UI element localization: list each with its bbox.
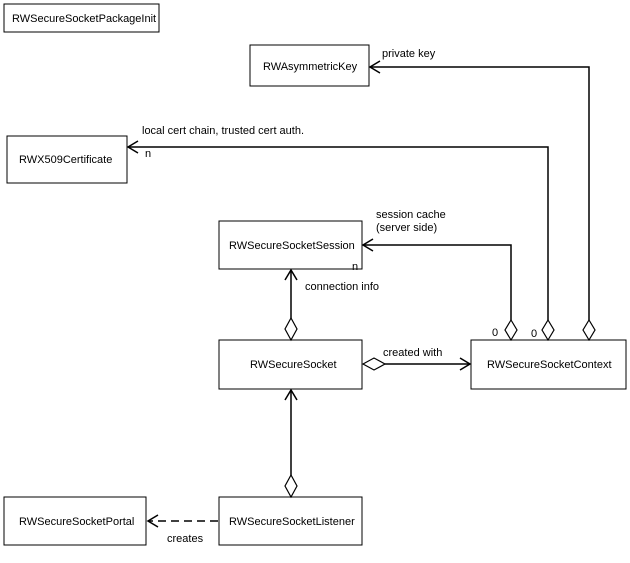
multiplicity-cert-n: n: [145, 148, 151, 160]
relation-session-cache-label-1: session cache: [376, 209, 446, 221]
relation-cert-chain-label: local cert chain, trusted cert auth.: [142, 125, 304, 137]
class-listener-label: RWSecureSocketListener: [229, 516, 355, 528]
multiplicity-cert-zero: 0: [531, 328, 537, 340]
class-asymmetric-key: RWAsymmetricKey: [249, 44, 370, 87]
relation-private-key: private key: [368, 48, 596, 342]
relation-session-cache-label-2: (server side): [376, 222, 437, 234]
class-socket: RWSecureSocket: [218, 339, 363, 390]
relation-listener-socket: [284, 388, 298, 499]
relation-connection-info-label: connection info: [305, 281, 379, 293]
relation-creates-label: creates: [167, 533, 204, 545]
class-listener: RWSecureSocketListener: [218, 496, 363, 546]
relation-connection-info: connection info: [284, 268, 379, 342]
relation-cert-chain: local cert chain, trusted cert auth. n 0: [126, 125, 555, 342]
class-context: RWSecureSocketContext: [470, 339, 627, 390]
relation-private-key-label: private key: [382, 48, 436, 60]
class-portal: RWSecureSocketPortal: [3, 496, 147, 546]
relation-session-cache: session cache (server side) n 0: [352, 209, 518, 342]
class-x509-certificate: RWX509Certificate: [6, 135, 128, 184]
multiplicity-session-zero: 0: [492, 327, 498, 339]
relation-creates: creates: [146, 514, 218, 545]
class-context-label: RWSecureSocketContext: [487, 359, 612, 371]
class-session-label: RWSecureSocketSession: [229, 240, 355, 252]
class-package-init-label: RWSecureSocketPackageInit: [12, 13, 156, 25]
aggregation-diamond: [582, 318, 596, 342]
aggregation-diamond: [284, 316, 298, 342]
relation-created-with: created with: [361, 347, 472, 371]
relation-created-with-label: created with: [383, 347, 442, 359]
class-session: RWSecureSocketSession: [218, 220, 363, 270]
class-package-init: RWSecureSocketPackageInit: [3, 3, 160, 33]
aggregation-diamond: [284, 473, 298, 499]
class-asymmetric-key-label: RWAsymmetricKey: [263, 61, 358, 73]
aggregation-diamond: [541, 318, 555, 342]
aggregation-diamond: [361, 357, 387, 371]
class-x509-certificate-label: RWX509Certificate: [19, 154, 112, 166]
aggregation-diamond: [504, 318, 518, 342]
class-portal-label: RWSecureSocketPortal: [19, 516, 134, 528]
multiplicity-session-n: n: [352, 261, 358, 273]
class-socket-label: RWSecureSocket: [250, 359, 337, 371]
